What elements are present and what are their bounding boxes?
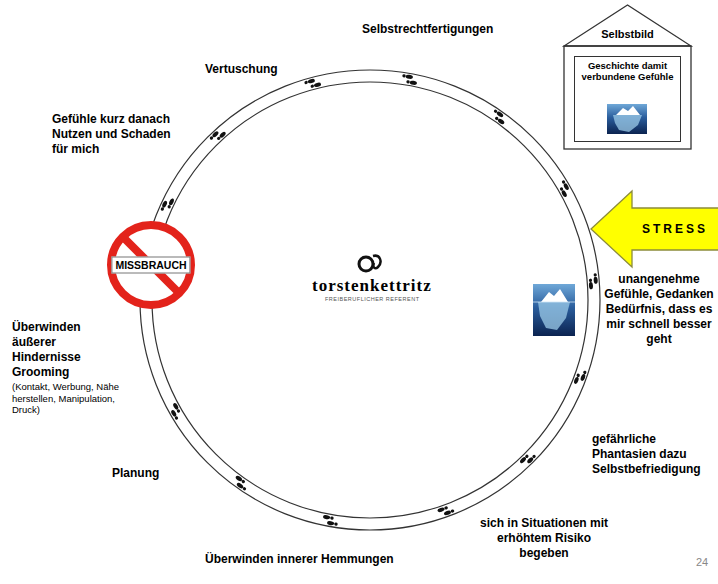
foot-sole xyxy=(168,198,175,206)
footprint xyxy=(588,273,599,289)
footprint xyxy=(401,74,418,86)
foot-heel xyxy=(406,80,410,84)
footprint xyxy=(209,127,227,144)
foot-heel xyxy=(209,136,214,141)
foot-sole xyxy=(561,190,568,198)
foot-sole xyxy=(161,200,168,208)
foot-sole xyxy=(172,402,179,410)
footprint xyxy=(304,77,322,90)
foot-sole xyxy=(573,376,579,384)
iceberg-picture xyxy=(533,284,575,336)
logo-text: torstenkettritz xyxy=(312,276,432,295)
foot-heel xyxy=(241,479,246,484)
foot-sole xyxy=(409,80,417,85)
foot-heel xyxy=(493,109,498,114)
footprint xyxy=(437,504,455,518)
cycle-ring-outer xyxy=(140,70,600,530)
footprint xyxy=(160,196,175,214)
logo-subtitle: FREIBERUFLICHER REFERENT xyxy=(325,296,420,303)
abuse-sign: MISSBRAUCH xyxy=(103,220,199,310)
step-label: Überwinden innerer Hemmungen xyxy=(205,552,394,567)
foot-heel xyxy=(242,486,247,491)
footprint xyxy=(168,402,184,420)
foot-heel xyxy=(310,84,314,88)
step-note: (Kontakt, Werbung, Nähe herstellen, Mani… xyxy=(12,381,138,416)
story-box: Geschichte damit verbundene Gefühle xyxy=(574,56,681,142)
footprint xyxy=(556,180,572,198)
foot-sole xyxy=(563,183,570,191)
foot-heel xyxy=(402,74,406,78)
foot-sole xyxy=(327,521,335,526)
page-number: 24 xyxy=(696,556,708,569)
foot-heel xyxy=(216,136,221,141)
stress-text: STRESS xyxy=(632,208,718,250)
footprint xyxy=(232,475,250,492)
foot-sole xyxy=(170,409,177,417)
footprint xyxy=(573,368,587,386)
foot-heel xyxy=(559,187,563,192)
step-label: gefährliche Phantasien dazu Selbstbefrie… xyxy=(592,432,714,477)
step-label: Selbstrechtfertigungen xyxy=(362,22,493,37)
foot-sole xyxy=(323,515,331,520)
foot-heel xyxy=(532,454,537,459)
foot-sole xyxy=(437,507,445,513)
box-text: Geschichte damit verbundene Gefühle xyxy=(575,57,680,82)
foot-heel xyxy=(494,116,499,121)
foot-sole xyxy=(589,282,594,290)
iceberg-picture xyxy=(607,104,647,134)
foot-heel xyxy=(444,506,448,510)
foot-sole xyxy=(405,74,413,79)
foot-heel xyxy=(330,516,334,520)
footprint xyxy=(322,515,339,527)
foot-heel xyxy=(525,454,530,459)
step-label: unangenehme Gefühle, Gedanken Bedürfnis,… xyxy=(604,272,714,347)
foot-sole xyxy=(580,373,586,381)
foot-sole xyxy=(443,510,451,516)
abuse-text: MISSBRAUCH xyxy=(111,257,190,274)
foot-sole xyxy=(307,78,315,84)
cycle-ring-inner xyxy=(152,82,588,518)
foot-heel xyxy=(304,81,308,85)
stress-arrow: STRESS xyxy=(590,190,718,268)
foot-heel xyxy=(576,373,580,377)
foot-heel xyxy=(583,370,587,374)
foot-heel xyxy=(174,416,178,421)
step-label: Gefühle kurz danach Nutzen und Schaden f… xyxy=(52,112,182,157)
house-title: Selbstbild xyxy=(563,28,692,41)
foot-heel xyxy=(450,509,454,513)
foot-heel xyxy=(176,409,180,414)
footprint xyxy=(519,450,537,468)
footprint xyxy=(490,109,508,126)
foot-sole xyxy=(593,277,598,285)
step-label: Vertuschung xyxy=(205,62,278,77)
foot-heel xyxy=(593,273,596,277)
step-label: Überwinden äußerer Hindernisse Grooming xyxy=(12,320,124,380)
foot-heel xyxy=(589,278,592,282)
foot-sole xyxy=(314,82,322,88)
foot-heel xyxy=(561,180,565,185)
logo-symbol xyxy=(359,256,380,271)
footprint-group xyxy=(160,74,599,527)
selfimage-house: SelbstbildGeschichte damit verbundene Ge… xyxy=(563,4,692,150)
step-label: sich in Situationen mit erhöhtem Risiko … xyxy=(474,516,614,561)
foot-heel xyxy=(160,207,164,211)
foot-heel xyxy=(334,522,338,526)
foot-heel xyxy=(167,205,171,209)
step-label: Planung xyxy=(112,466,159,481)
